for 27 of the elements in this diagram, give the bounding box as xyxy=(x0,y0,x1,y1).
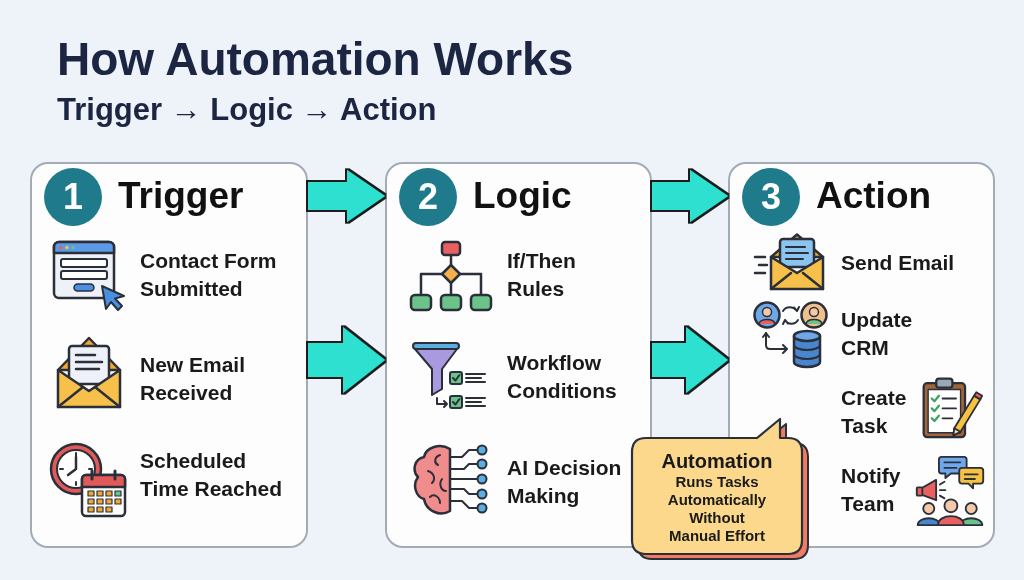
block-arrow xyxy=(652,327,728,393)
item-text: Notify Team xyxy=(841,463,902,517)
item-text: Workflow Conditions xyxy=(507,350,618,404)
step-title: Logic xyxy=(473,174,572,218)
block-arrow xyxy=(652,170,728,222)
item-text: Update CRM xyxy=(841,307,914,361)
step-title: Trigger xyxy=(118,174,244,218)
title: How Automation Works xyxy=(57,32,574,87)
callout-heading: Automation xyxy=(660,449,774,473)
item-text: AI Decision Making xyxy=(507,455,623,509)
step-number-circle: 1 xyxy=(44,168,102,226)
item-text: Scheduled Time Reached xyxy=(140,448,283,502)
item-text: Send Email xyxy=(841,250,956,276)
step-number-circle: 3 xyxy=(742,168,800,226)
step-panel xyxy=(30,162,308,548)
item-text: If/Then Rules xyxy=(507,248,577,302)
subtitle: Trigger → Logic → Action xyxy=(57,92,437,128)
block-arrow xyxy=(308,170,385,222)
item-text: Contact Form Submitted xyxy=(140,248,278,302)
item-text: New Email Received xyxy=(140,352,247,406)
step-panel xyxy=(385,162,652,548)
step-title: Action xyxy=(816,174,932,218)
item-text: Create Task xyxy=(841,385,908,439)
block-arrow xyxy=(308,327,385,393)
callout-text: Runs Tasks Automatically Without Manual Effort xyxy=(666,473,768,545)
step-number-circle: 2 xyxy=(399,168,457,226)
speech-bubble xyxy=(630,416,812,562)
